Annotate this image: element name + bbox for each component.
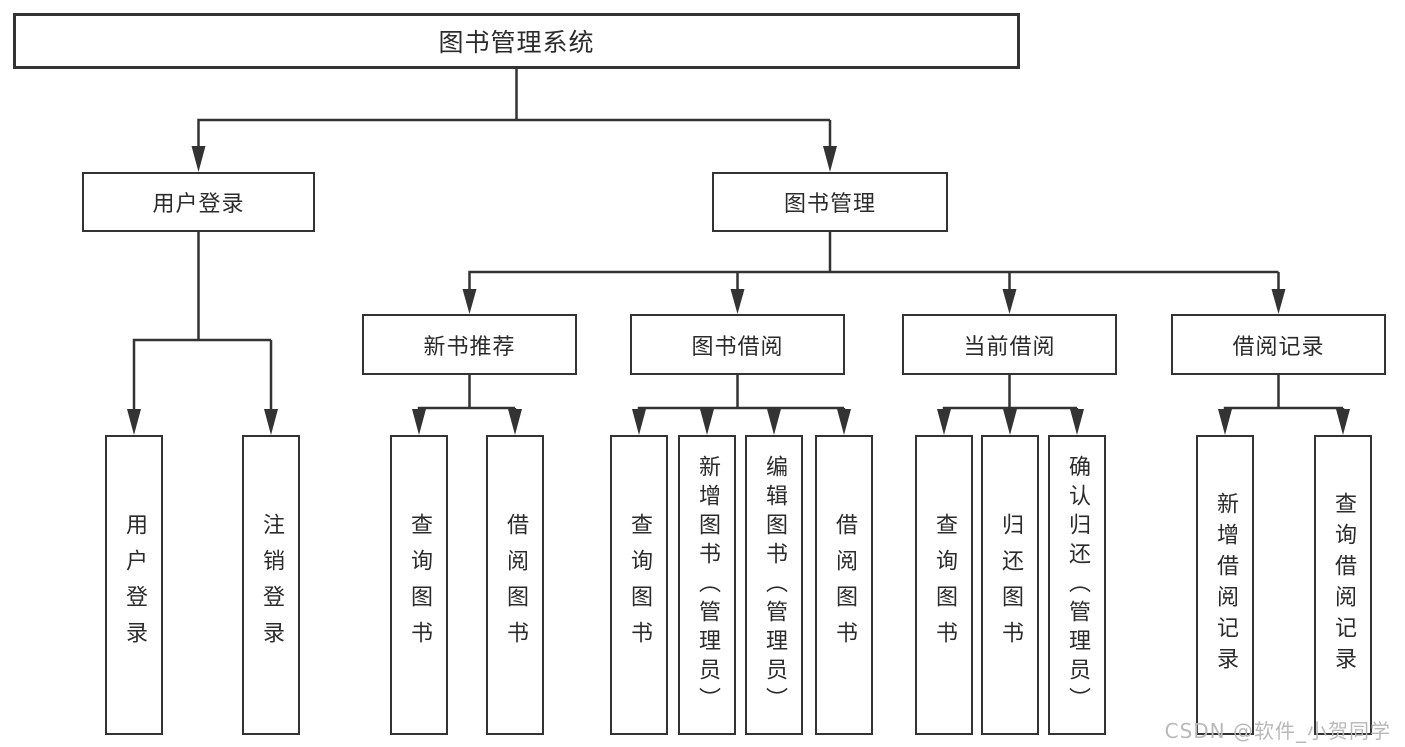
leaf-current-return-books: 归还图书 [981, 435, 1039, 735]
leaf-records-add-record: 新增借阅记录 [1196, 435, 1254, 735]
leaf-logout: 注销登录 [242, 435, 300, 735]
leaf-recommend-borrow-books: 借阅图书 [486, 435, 544, 735]
leaf-borrowing-query-books: 查询图书 [610, 435, 668, 735]
leaf-borrowing-edit-books-admin: 编辑图书（管理员） [745, 435, 803, 735]
csdn-watermark: CSDN @软件_小贺同学 [1164, 719, 1391, 743]
leaf-borrowing-borrow-books: 借阅图书 [815, 435, 873, 735]
leaf-records-query-record: 查询借阅记录 [1314, 435, 1372, 735]
node-root-system: 图书管理系统 [13, 13, 1020, 69]
node-borrow-records: 借阅记录 [1171, 314, 1386, 375]
arrowheads [127, 146, 1350, 435]
connector-paths [132, 69, 1345, 412]
leaf-current-query-books: 查询图书 [915, 435, 973, 735]
leaf-borrowing-add-books-admin: 新增图书（管理员） [678, 435, 736, 735]
node-user-login: 用户登录 [82, 172, 315, 232]
node-book-management: 图书管理 [712, 172, 948, 232]
leaf-user-login: 用户登录 [105, 435, 163, 735]
leaf-recommend-query-books: 查询图书 [390, 435, 448, 735]
node-book-borrowing: 图书借阅 [630, 314, 845, 375]
node-current-borrowing: 当前借阅 [902, 314, 1117, 375]
node-new-book-recommend: 新书推荐 [362, 314, 577, 375]
leaf-current-confirm-return-admin: 确认归还（管理员） [1048, 435, 1106, 735]
